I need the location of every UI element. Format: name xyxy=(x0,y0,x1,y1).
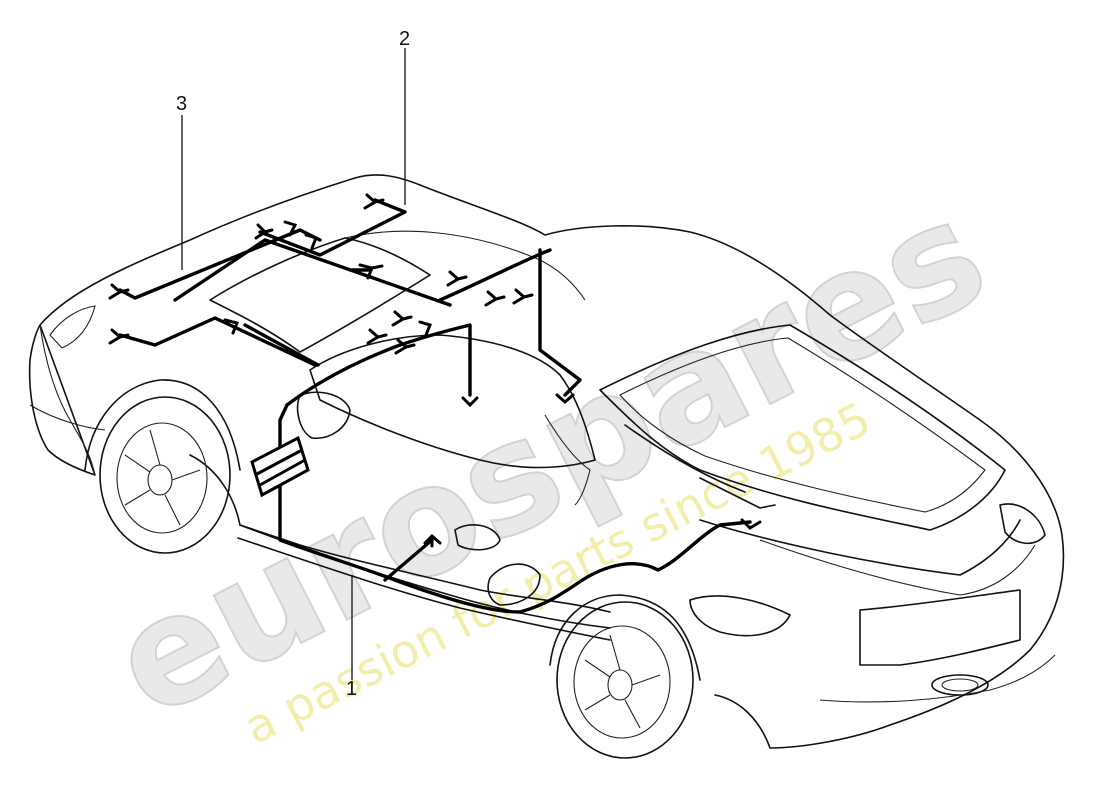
license-plate xyxy=(859,589,1021,666)
windshield xyxy=(209,237,431,353)
rear-wiper xyxy=(624,424,776,509)
connector xyxy=(391,310,413,327)
harness-3-path xyxy=(118,228,452,367)
side-window xyxy=(309,334,596,469)
connectors xyxy=(108,193,762,548)
connector xyxy=(484,290,506,307)
connector xyxy=(254,223,274,240)
exhaust-tip-inner xyxy=(941,678,979,692)
car-outline xyxy=(28,174,1065,749)
callout-3-label: 3 xyxy=(176,93,187,115)
harness-2-path xyxy=(258,198,407,257)
harness-1-upper xyxy=(285,323,472,407)
connector xyxy=(366,328,388,345)
door-handle xyxy=(454,524,501,551)
connector xyxy=(418,320,433,337)
front-tire xyxy=(99,396,231,554)
rear-deck xyxy=(759,539,1036,596)
connector xyxy=(423,533,442,548)
rear-hub xyxy=(607,669,633,701)
harness-1-roof xyxy=(438,248,552,302)
harness-2 xyxy=(258,198,407,257)
rear-window xyxy=(599,324,1006,531)
callouts: 1 2 3 xyxy=(176,28,410,700)
connector xyxy=(555,393,575,404)
connector xyxy=(363,193,385,210)
rear-window-inner xyxy=(619,337,986,513)
harness-1-rear-branch xyxy=(538,248,582,397)
rear-wheel-arch xyxy=(549,594,701,681)
harness-1-branch-door xyxy=(383,538,434,582)
front-wheel xyxy=(84,379,241,554)
rear-spokes xyxy=(584,634,661,729)
front-wheel-arch xyxy=(84,379,241,471)
watermark: eurospares a passion for parts since 198… xyxy=(86,165,1012,754)
front-spokes xyxy=(124,429,201,526)
side-mirror xyxy=(296,391,351,439)
connector xyxy=(304,233,319,250)
rear-wheel xyxy=(549,594,701,759)
harness-1 xyxy=(250,248,752,614)
rear-rim xyxy=(573,625,671,739)
connector xyxy=(446,270,468,287)
connector xyxy=(108,328,130,345)
car-body xyxy=(28,174,1065,749)
harness-3 xyxy=(118,228,452,367)
rear-tire xyxy=(556,601,694,759)
connector-block xyxy=(250,435,310,498)
side-air-intake xyxy=(487,563,541,606)
roof-line xyxy=(344,230,586,301)
harness-1-path xyxy=(278,403,752,614)
rear-quarter-window xyxy=(544,414,591,506)
front-rim xyxy=(116,422,208,534)
tail-light-left xyxy=(689,595,791,637)
rear-spoiler xyxy=(699,519,1021,576)
callout-2-label: 2 xyxy=(399,28,410,50)
callout-1-label: 1 xyxy=(346,678,357,700)
connector xyxy=(283,220,298,237)
lower-sill xyxy=(237,537,611,641)
tail-light-right xyxy=(999,503,1046,545)
front-headlight xyxy=(49,305,96,349)
connector xyxy=(223,318,240,335)
connector xyxy=(394,338,416,355)
connector xyxy=(461,396,479,408)
front-hub xyxy=(147,464,173,496)
connector xyxy=(512,288,534,305)
connector xyxy=(358,263,384,280)
front-grille xyxy=(29,404,106,431)
connector xyxy=(108,283,130,300)
connector xyxy=(740,518,762,530)
rear-diffuser xyxy=(819,654,1056,703)
